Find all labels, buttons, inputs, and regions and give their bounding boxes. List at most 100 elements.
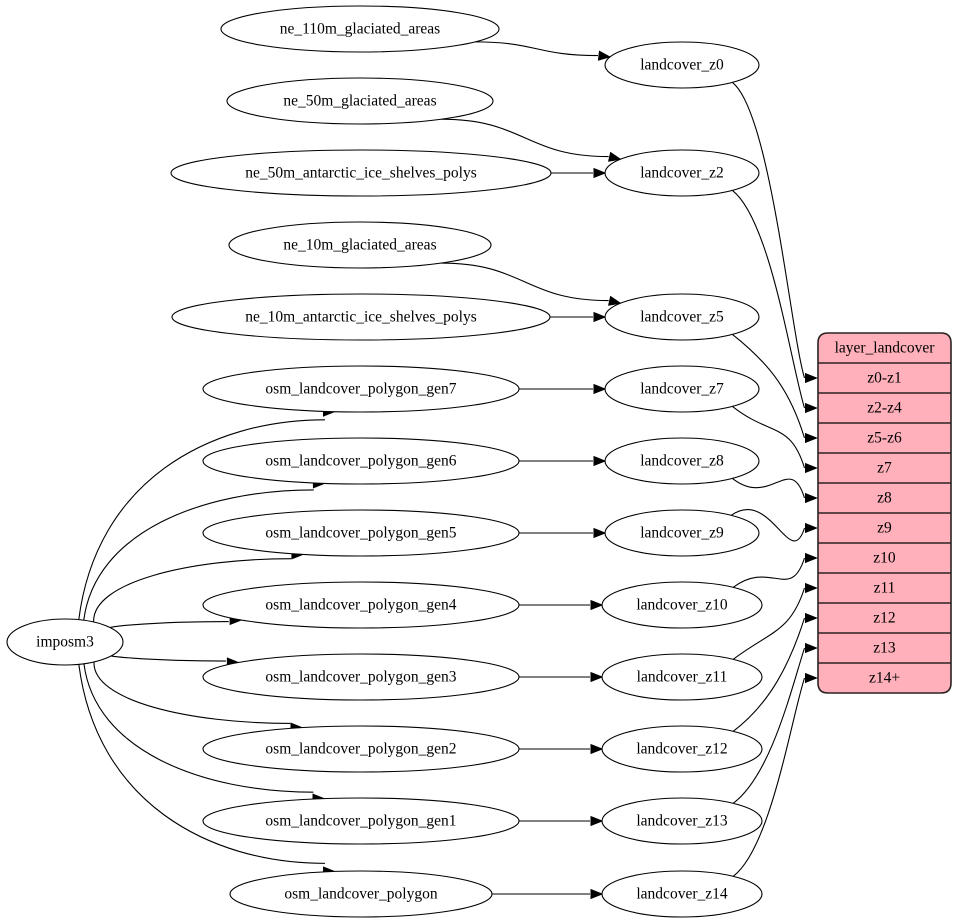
edge-arrowhead	[805, 372, 818, 384]
node-shape-osm_landcover_polygon_gen3	[202, 653, 520, 701]
node-shape-osm_landcover_polygon_gen1	[202, 797, 520, 845]
node-shape-osm_landcover_polygon_gen5	[202, 509, 520, 557]
node-shape-osm_landcover_polygon_gen2	[202, 725, 520, 773]
node-label-osm_landcover_polygon_gen5: osm_landcover_polygon_gen5	[265, 525, 456, 542]
node-ne_50m_antarctic_ice_shelves_polys[interactable]: ne_50m_antarctic_ice_shelves_polys	[170, 149, 552, 197]
node-osm_landcover_polygon[interactable]: osm_landcover_polygon	[229, 870, 493, 918]
node-ne_110m_glaciated_areas[interactable]: ne_110m_glaciated_areas	[220, 5, 500, 53]
node-shape-landcover_z11	[601, 653, 763, 701]
node-shape-imposm3	[6, 618, 124, 666]
edge-imposm3-to-osm_landcover_polygon_gen5	[93, 558, 292, 623]
edge-arrowhead	[805, 672, 818, 684]
edge-arrowhead	[805, 612, 818, 624]
node-shape-landcover_z9	[604, 509, 760, 557]
edge-landcover_z0-to-table-z0-z1	[732, 81, 806, 379]
edge-arrowhead	[590, 599, 604, 611]
node-label-landcover_z13: landcover_z13	[636, 813, 727, 830]
edge-arrowhead	[590, 743, 604, 755]
edge-imposm3-to-osm_landcover_polygon_gen3	[107, 652, 226, 662]
node-osm_landcover_polygon_gen2[interactable]: osm_landcover_polygon_gen2	[202, 725, 520, 773]
node-landcover_z13[interactable]: landcover_z13	[601, 797, 763, 845]
node-shape-osm_landcover_polygon_gen7	[202, 365, 520, 413]
node-shape-landcover_z8	[604, 437, 760, 485]
node-imposm3[interactable]: imposm3	[6, 618, 124, 666]
node-shape-ne_50m_glaciated_areas	[226, 77, 494, 125]
node-landcover_z5[interactable]: landcover_z5	[604, 293, 760, 341]
node-label-landcover_z2: landcover_z2	[640, 165, 724, 182]
layer-table-row-z7[interactable]: z7	[877, 460, 892, 477]
node-shape-osm_landcover_polygon	[229, 870, 493, 918]
node-label-landcover_z10: landcover_z10	[636, 597, 727, 614]
edge-arrowhead	[593, 527, 607, 539]
layer-table-row-z12[interactable]: z12	[873, 610, 895, 627]
node-label-landcover_z12: landcover_z12	[636, 741, 727, 758]
layer-table-row-z2-z4[interactable]: z2-z4	[867, 400, 902, 417]
layer-table-row-z8[interactable]: z8	[877, 490, 892, 507]
node-osm_landcover_polygon_gen1[interactable]: osm_landcover_polygon_gen1	[202, 797, 520, 845]
edge-landcover_z10-to-table-z10	[732, 557, 806, 588]
node-label-landcover_z7: landcover_z7	[640, 381, 724, 398]
layer-table-row-z0-z1[interactable]: z0-z1	[867, 370, 901, 387]
node-label-landcover_z5: landcover_z5	[640, 309, 724, 326]
node-shape-osm_landcover_polygon_gen6	[202, 437, 520, 485]
edge-ne_50m_glaciated_areas-to-landcover_z2	[441, 118, 609, 158]
node-shape-landcover_z7	[604, 365, 760, 413]
node-label-osm_landcover_polygon_gen2: osm_landcover_polygon_gen2	[265, 741, 456, 758]
edge-arrowhead	[805, 402, 818, 414]
edge-imposm3-to-osm_landcover_polygon_gen6	[83, 489, 314, 621]
node-label-imposm3: imposm3	[36, 634, 94, 651]
node-landcover_z8[interactable]: landcover_z8	[604, 437, 760, 485]
layer-table-row-z5-z6[interactable]: z5-z6	[867, 430, 902, 447]
layer-table-row-z9[interactable]: z9	[877, 520, 892, 537]
node-shape-landcover_z14	[601, 870, 763, 918]
node-label-ne_10m_antarctic_ice_shelves_polys: ne_10m_antarctic_ice_shelves_polys	[245, 309, 477, 326]
node-osm_landcover_polygon_gen6[interactable]: osm_landcover_polygon_gen6	[202, 437, 520, 485]
node-landcover_z14[interactable]: landcover_z14	[601, 870, 763, 918]
node-label-osm_landcover_polygon_gen7: osm_landcover_polygon_gen7	[265, 381, 456, 398]
node-label-landcover_z8: landcover_z8	[640, 453, 724, 470]
node-landcover_z10[interactable]: landcover_z10	[601, 581, 763, 629]
edge-arrowhead	[608, 151, 622, 162]
node-shape-ne_10m_antarctic_ice_shelves_polys	[171, 293, 551, 341]
node-ne_10m_glaciated_areas[interactable]: ne_10m_glaciated_areas	[228, 221, 492, 269]
layer-landcover-table[interactable]: layer_landcoverz0-z1z2-z4z5-z6z7z8z9z10z…	[817, 332, 952, 694]
layer-table-row-z11[interactable]: z11	[874, 580, 896, 597]
node-osm_landcover_polygon_gen5[interactable]: osm_landcover_polygon_gen5	[202, 509, 520, 557]
node-shape-landcover_z5	[604, 293, 760, 341]
node-label-ne_10m_glaciated_areas: ne_10m_glaciated_areas	[283, 237, 436, 254]
nodes-layer: ne_110m_glaciated_areas ne_50m_glaciated_…	[6, 5, 763, 918]
node-shape-landcover_z12	[601, 725, 763, 773]
node-osm_landcover_polygon_gen4[interactable]: osm_landcover_polygon_gen4	[202, 581, 520, 629]
node-landcover_z7[interactable]: landcover_z7	[604, 365, 760, 413]
node-label-ne_50m_glaciated_areas: ne_50m_glaciated_areas	[283, 93, 436, 110]
edge-arrowhead	[805, 582, 818, 594]
layer-table-row-z14plus[interactable]: z14+	[869, 670, 900, 687]
node-landcover_z0[interactable]: landcover_z0	[604, 41, 760, 89]
node-landcover_z11[interactable]: landcover_z11	[601, 653, 763, 701]
edge-arrowhead	[805, 492, 818, 504]
node-label-osm_landcover_polygon_gen6: osm_landcover_polygon_gen6	[265, 453, 456, 470]
edge-ne_110m_glaciated_areas-to-landcover_z0	[475, 41, 598, 57]
layer-table-row-z10[interactable]: z10	[873, 550, 896, 567]
edge-landcover_z8-to-table-z8	[732, 477, 806, 499]
node-label-landcover_z0: landcover_z0	[640, 57, 724, 74]
edge-arrowhead	[805, 432, 818, 444]
node-ne_10m_antarctic_ice_shelves_polys[interactable]: ne_10m_antarctic_ice_shelves_polys	[171, 293, 551, 341]
edge-landcover_z14-to-table-z14+	[732, 677, 806, 877]
edge-landcover_z7-to-table-z7	[732, 405, 806, 469]
edge-arrowhead	[608, 295, 622, 306]
edge-ne_10m_glaciated_areas-to-landcover_z5	[440, 262, 609, 302]
edge-landcover_z13-to-table-z13	[732, 647, 806, 804]
edge-landcover_z5-to-table-z5-z6	[732, 333, 806, 439]
node-osm_landcover_polygon_gen7[interactable]: osm_landcover_polygon_gen7	[202, 365, 520, 413]
node-landcover_z2[interactable]: landcover_z2	[604, 149, 760, 197]
node-label-osm_landcover_polygon_gen3: osm_landcover_polygon_gen3	[265, 669, 456, 686]
edges-layer	[78, 41, 818, 900]
node-landcover_z12[interactable]: landcover_z12	[601, 725, 763, 773]
node-landcover_z9[interactable]: landcover_z9	[604, 509, 760, 557]
node-ne_50m_glaciated_areas[interactable]: ne_50m_glaciated_areas	[226, 77, 494, 125]
node-osm_landcover_polygon_gen3[interactable]: osm_landcover_polygon_gen3	[202, 653, 520, 701]
layer-table-row-z13[interactable]: z13	[873, 640, 896, 657]
